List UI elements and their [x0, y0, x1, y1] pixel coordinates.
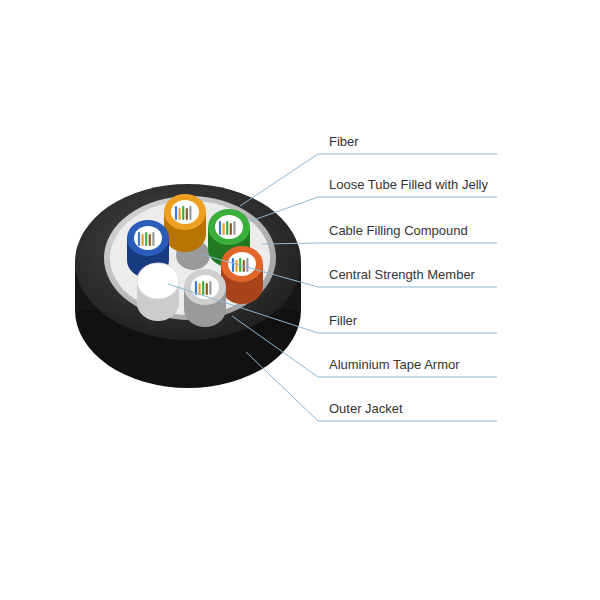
leader-lines [168, 154, 497, 421]
part-label: Fiber [328, 134, 360, 149]
leader-line [168, 284, 497, 333]
part-label: Central Strength Member [328, 267, 476, 282]
loose-tube [221, 246, 263, 304]
leader-line [240, 154, 497, 206]
part-label: Aluminium Tape Armor [328, 357, 461, 372]
part-label: Filler [328, 313, 358, 328]
loose-tube [184, 269, 226, 327]
leader-line [246, 352, 497, 421]
part-label: Outer Jacket [328, 401, 404, 416]
leader-line [262, 243, 497, 244]
part-label: Loose Tube Filled with Jelly [328, 177, 489, 192]
filler-rod [137, 263, 179, 321]
filling-compound [110, 201, 270, 315]
leader-line [232, 316, 497, 377]
part-label: Cable Filling Compound [328, 223, 469, 238]
cable-body [75, 184, 301, 388]
loose-tube [164, 194, 206, 252]
leader-line [200, 254, 497, 287]
leader-line [248, 197, 497, 222]
